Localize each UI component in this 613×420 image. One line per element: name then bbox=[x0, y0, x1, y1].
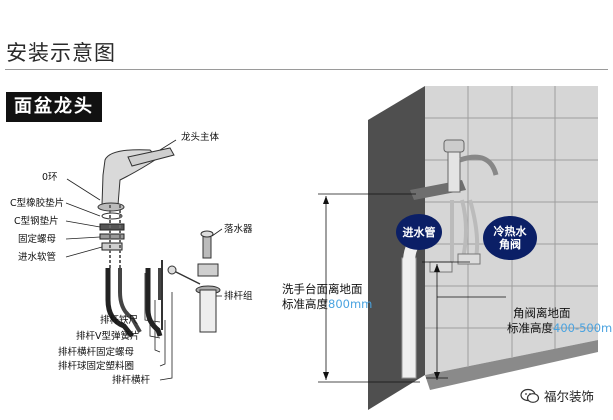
label-rod-nut: 排杆横杆固定螺母 bbox=[58, 347, 135, 358]
valve-height-text: 角阀离地面 标准高度400-500mm bbox=[507, 306, 613, 336]
hot-cold-valve-bubble: 冷热水角阀 bbox=[483, 216, 537, 260]
valve-standard: 标准高度400-500mm bbox=[507, 321, 613, 336]
label-rod-crossbar: 排杆横杆 bbox=[112, 375, 151, 386]
label-inlet-hose: 进水软管 bbox=[18, 252, 57, 263]
counter-std-prefix: 标准高度 bbox=[282, 297, 328, 311]
section-title: 面盆龙头 bbox=[6, 92, 102, 122]
counter-standard: 标准高度800mm bbox=[282, 297, 372, 312]
valve-std-value: 400-500mm bbox=[553, 321, 613, 335]
header-divider bbox=[5, 69, 608, 70]
label-drain-stopper: 落水器 bbox=[224, 224, 253, 235]
label-fixing-nut: 固定螺母 bbox=[18, 234, 57, 245]
label-drain-assembly: 排杆组 bbox=[224, 291, 253, 302]
counter-height-label: 洗手台面离地面 bbox=[282, 282, 363, 296]
valve-std-prefix: 标准高度 bbox=[507, 321, 553, 335]
label-rod-v-spring: 排杆V型弹簧片 bbox=[76, 331, 140, 342]
label-rod-iron-ruler: 排杆铁尺 bbox=[100, 315, 139, 326]
counter-std-value: 800mm bbox=[328, 297, 373, 311]
wechat-icon bbox=[520, 388, 540, 403]
label-rod-ball-ring: 排杆球固定塑料圈 bbox=[58, 361, 135, 372]
label-main-body: 龙头主体 bbox=[181, 132, 220, 143]
watermark-text: 福尔装饰 bbox=[544, 389, 595, 404]
label-o-ring: 0环 bbox=[42, 172, 58, 183]
watermark: 福尔装饰 bbox=[520, 386, 594, 405]
page-title: 安装示意图 bbox=[6, 41, 116, 65]
counter-height-text: 洗手台面离地面 标准高度800mm bbox=[282, 282, 372, 312]
inlet-pipe-bubble: 进水管 bbox=[396, 214, 442, 250]
valve-height-label: 角阀离地面 bbox=[513, 306, 571, 320]
label-c-rubber-gasket: C型橡胶垫片 bbox=[10, 198, 65, 209]
label-c-steel-gasket: C型钢垫片 bbox=[14, 216, 59, 227]
